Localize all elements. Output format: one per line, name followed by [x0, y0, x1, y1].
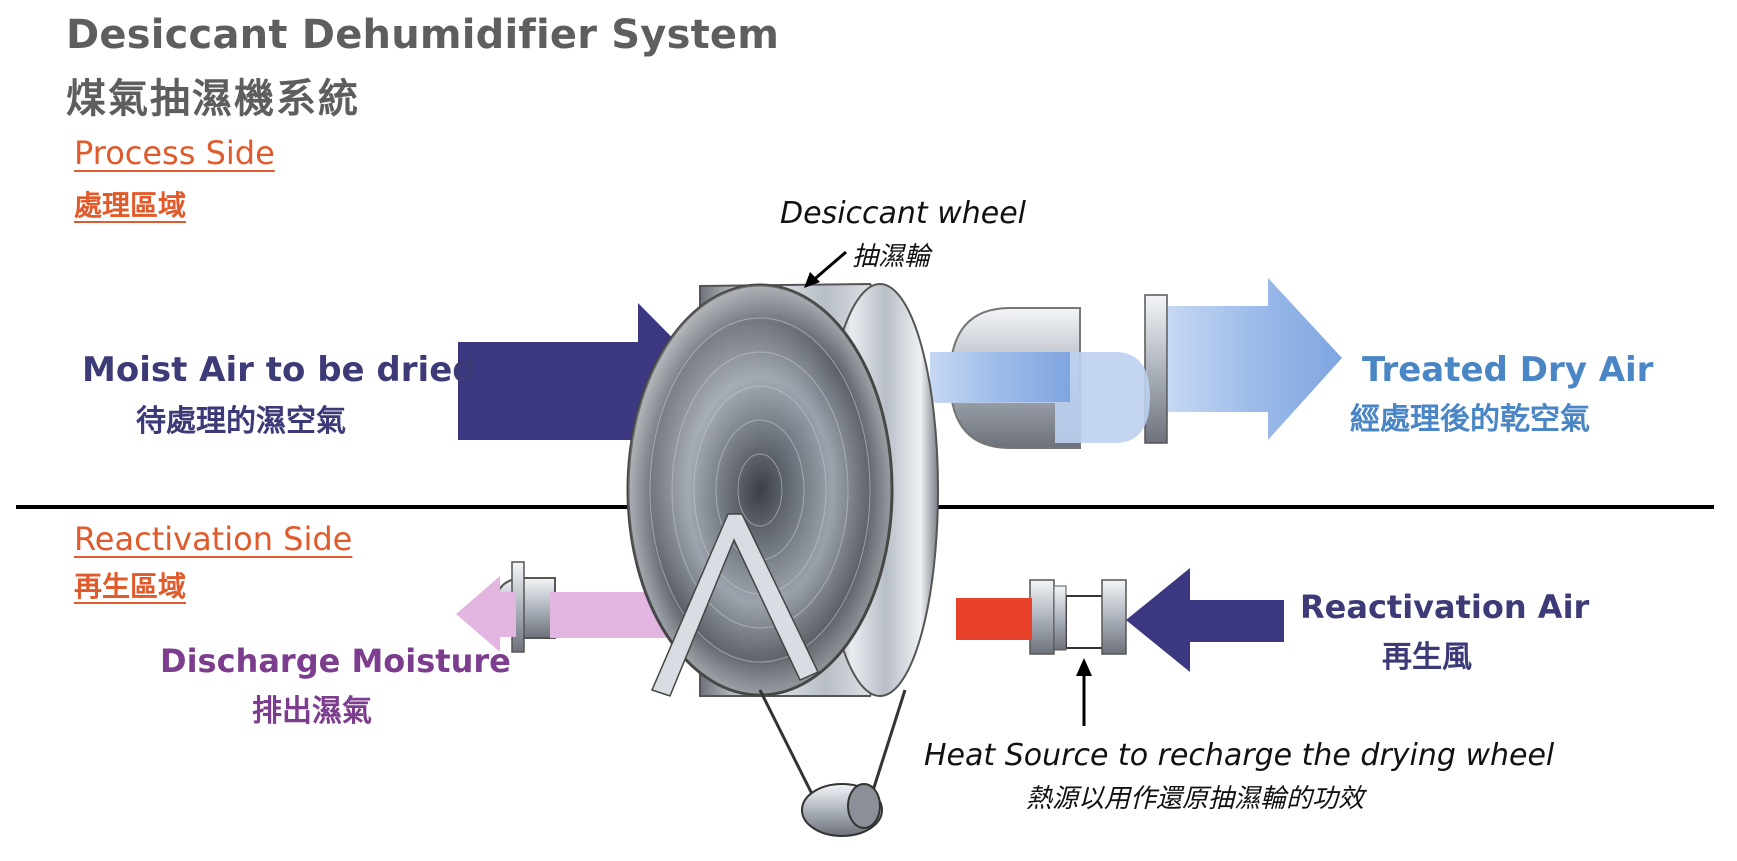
- reactivation-air-arrow: [1126, 568, 1284, 672]
- desiccant-wheel: [626, 282, 939, 837]
- treated-air-duct: [930, 294, 1168, 449]
- heater-element: [956, 598, 1032, 640]
- process-side-label-zh: 處理區域: [74, 189, 187, 222]
- reactivation-air-label: Reactivation Air: [1300, 588, 1590, 626]
- desiccant-wheel-label: Desiccant wheel: [780, 196, 1027, 231]
- moist-air-label: Moist Air to be dried: [82, 350, 477, 390]
- moist-air-label-zh: 待處理的濕空氣: [136, 404, 346, 439]
- wheel-pointer-arrow: [804, 250, 847, 288]
- process-side-label: Process Side: [74, 134, 275, 172]
- heat-source-label-zh: 熱源以用作還原抽濕輪的功效: [1026, 784, 1365, 814]
- heat-source-label: Heat Source to recharge the drying wheel: [924, 738, 1555, 773]
- reactivation-air-label-zh: 再生風: [1382, 640, 1472, 675]
- heater-assembly: [1029, 579, 1127, 655]
- treated-air-label: Treated Dry Air: [1362, 350, 1654, 390]
- discharge-moisture-label: Discharge Moisture: [160, 642, 511, 680]
- treated-air-arrow: [1168, 278, 1342, 440]
- discharge-arrow: [456, 576, 516, 652]
- title-chinese: 煤氣抽濕機系統: [66, 76, 360, 122]
- reactivation-side-label-zh: 再生區域: [74, 570, 187, 603]
- heat-pointer-arrow: [1076, 658, 1092, 726]
- title-english: Desiccant Dehumidifier System: [66, 12, 780, 58]
- discharge-moisture-label-zh: 排出濕氣: [252, 694, 372, 729]
- reactivation-side-label: Reactivation Side: [74, 520, 353, 558]
- desiccant-wheel-label-zh: 抽濕輪: [852, 242, 931, 272]
- treated-air-label-zh: 經處理後的乾空氣: [1350, 402, 1590, 437]
